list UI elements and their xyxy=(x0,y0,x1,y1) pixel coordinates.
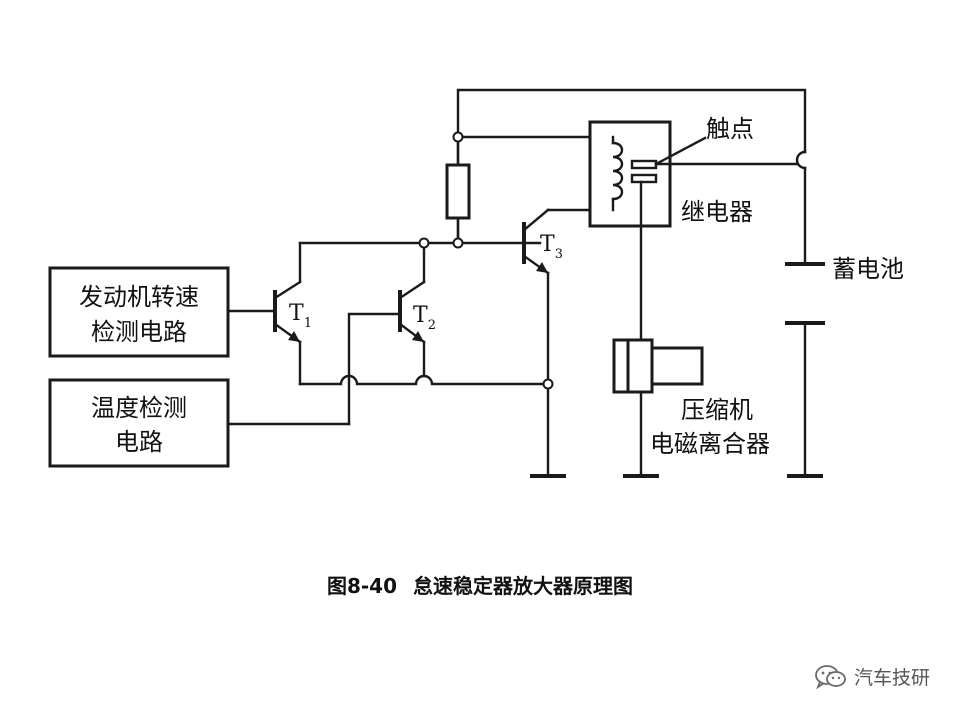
resistor xyxy=(445,135,471,245)
junction-node xyxy=(418,237,430,249)
temp-box-label-line2: 电路 xyxy=(115,428,163,456)
relay-symbol xyxy=(588,120,799,478)
watermark-text: 汽车技研 xyxy=(853,667,930,689)
contact-label: 触点 xyxy=(706,115,754,143)
rpm-detect-box xyxy=(48,266,230,358)
emitter-bus xyxy=(226,374,550,426)
figure-title: 怠速稳定器放大器原理图 xyxy=(413,574,634,598)
junction-node xyxy=(542,378,554,390)
battery-label: 蓄电池 xyxy=(832,255,904,283)
temp-detect-box xyxy=(48,378,230,468)
transistor-t2 xyxy=(347,280,426,378)
rpm-box-label-line1: 发动机转速 xyxy=(79,283,199,311)
t2-label: T2 xyxy=(413,303,436,333)
wechat-icon xyxy=(815,664,846,689)
t1-label: T1 xyxy=(289,301,312,331)
clutch-label-line1: 压缩机 xyxy=(681,396,753,424)
clutch-label-line2: 电磁离合器 xyxy=(650,430,770,458)
clutch-symbol xyxy=(612,338,704,394)
relay-label: 继电器 xyxy=(681,198,753,226)
t3-label: T3 xyxy=(540,232,563,262)
junction-node xyxy=(452,131,464,143)
battery-symbol xyxy=(785,262,825,478)
figure-number: 图8-40 xyxy=(326,574,398,598)
transistor-t1 xyxy=(226,280,302,386)
figure-caption: 图8-40 怠速稳定器放大器原理图 xyxy=(0,570,960,599)
temp-box-label-line1: 温度检测 xyxy=(91,394,187,422)
rpm-box-label-line2: 检测电路 xyxy=(91,318,187,346)
watermark: 汽车技研 xyxy=(814,663,930,690)
wire-crossover-hop xyxy=(795,150,807,170)
transistor-t3 xyxy=(522,208,592,478)
junction-node xyxy=(452,237,464,249)
